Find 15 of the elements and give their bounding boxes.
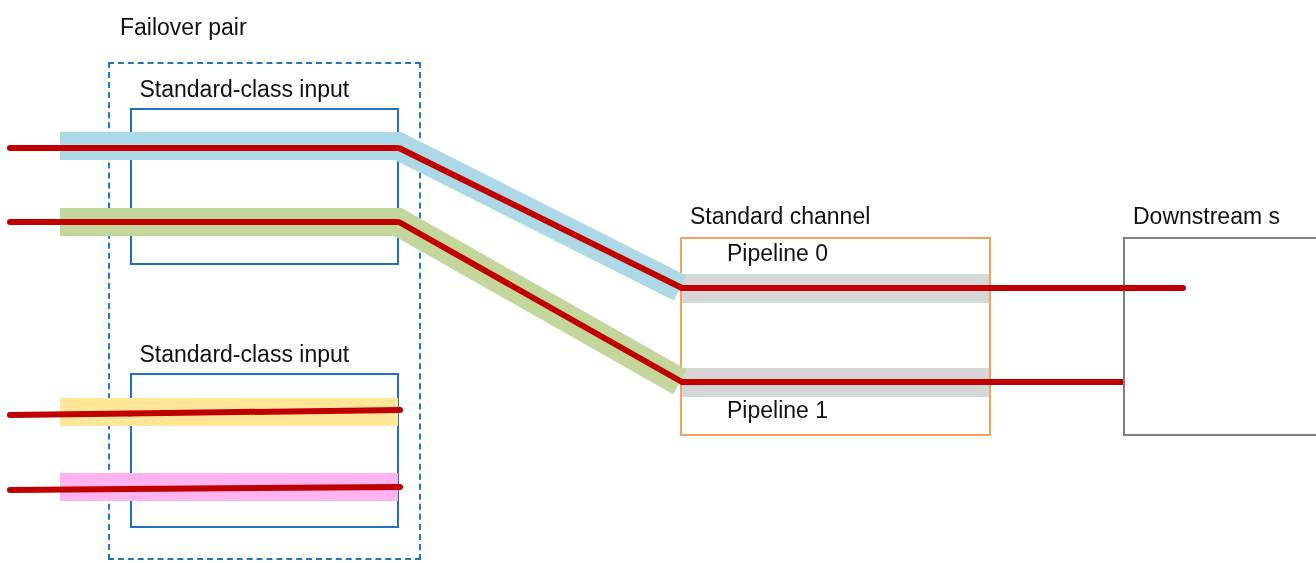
signal-connector [7, 410, 133, 418]
box-title: Pipeline 0 [727, 240, 829, 267]
box-title: Pipeline 1 [727, 397, 829, 424]
signal-connector [989, 285, 1123, 291]
signal-connector [397, 219, 684, 385]
signal-connector [397, 145, 684, 291]
signal-connector [989, 379, 1123, 385]
group-title: Failover pair [120, 14, 247, 41]
box-title: Standard-class input [139, 341, 350, 368]
signal-connector [7, 219, 133, 225]
signal-connector [7, 486, 133, 493]
box-title: Standard channel [690, 203, 871, 230]
box-title: Downstream s [1133, 203, 1280, 230]
box-title: Standard-class input [139, 76, 350, 103]
signal-connector [7, 145, 133, 151]
